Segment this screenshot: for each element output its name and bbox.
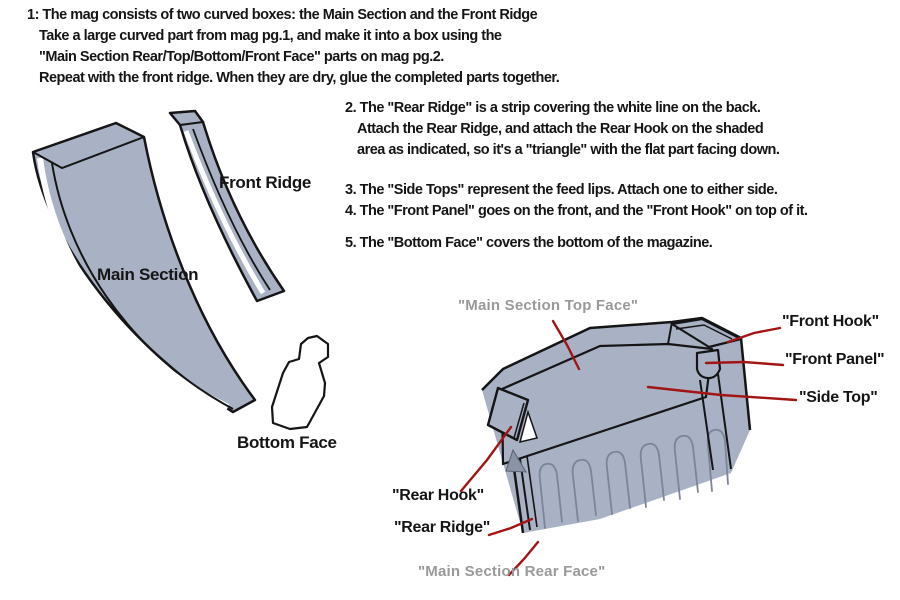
leader-side-top (646, 385, 798, 402)
front-edge-line-2 (717, 373, 732, 470)
shaded-area (505, 448, 527, 473)
front-ridge-highlight (183, 130, 266, 295)
side-top-panel (500, 342, 714, 466)
label-main-section-rear-face: "Main Section Rear Face" (418, 563, 606, 580)
leader-rear-ridge (487, 517, 534, 537)
leader-front-panel (704, 360, 785, 367)
step2-line3: area as indicated, so it's a "triangle" … (357, 142, 780, 158)
leader-rear-hook (459, 425, 513, 493)
label-rear-ridge: "Rear Ridge" (394, 519, 491, 536)
leader-front-hook (726, 326, 782, 344)
parts-drawing (31, 109, 330, 431)
bottom-face-shape (270, 334, 330, 431)
main-section-edge-line (51, 162, 234, 410)
label-main-section-top-face: "Main Section Top Face" (458, 297, 639, 314)
label-front-ridge: Front Ridge (219, 173, 312, 192)
step5-line: 5. The "Bottom Face" covers the bottom o… (345, 235, 713, 251)
main-section-highlight (37, 157, 230, 410)
step1-line3: "Main Section Rear/Top/Bottom/Front Face… (39, 49, 444, 65)
step2-line1: 2. The "Rear Ridge" is a strip covering … (345, 100, 761, 116)
step1-line2: Take a large curved part from mag pg.1, … (39, 28, 502, 44)
rear-hook-flap (486, 386, 530, 442)
step1-line4: Repeat with the front ridge. When they a… (39, 70, 560, 86)
step2-line2: Attach the Rear Ridge, and attach the Re… (357, 121, 764, 137)
front-edge-line-1 (699, 379, 714, 471)
main-section-topface-lines (32, 136, 145, 170)
assembled-magazine-drawing (459, 316, 798, 577)
front-ridge-edge-line (192, 128, 271, 291)
label-front-hook: "Front Hook" (782, 313, 879, 330)
label-front-panel: "Front Panel" (785, 351, 885, 368)
label-side-top: "Side Top" (799, 389, 878, 406)
leader-lines (459, 319, 798, 577)
front-ridge-topface-lines (169, 112, 204, 127)
instructions-step1: 1: The mag consists of two curved boxes:… (27, 5, 560, 89)
label-bottom-face: Bottom Face (237, 433, 337, 452)
leader-rear-face (507, 540, 540, 577)
instructions-steps2to5: 2. The "Rear Ridge" is a strip covering … (345, 98, 808, 254)
step4-line: 4. The "Front Panel" goes on the front, … (345, 203, 808, 219)
label-main-section: Main Section (97, 265, 199, 284)
front-hook-inner-line (675, 324, 733, 340)
body-ribs (538, 428, 729, 529)
step3-line: 3. The "Side Tops" represent the feed li… (345, 182, 778, 198)
band-notch-line (667, 321, 673, 345)
gap-wedge (518, 409, 538, 444)
rear-hook-fold-line (513, 402, 525, 439)
label-rear-hook: "Rear Hook" (392, 487, 484, 504)
front-edge-line-3 (739, 337, 752, 431)
leader-top-face (551, 319, 581, 371)
step1-line1: 1: The mag consists of two curved boxes:… (27, 7, 538, 23)
